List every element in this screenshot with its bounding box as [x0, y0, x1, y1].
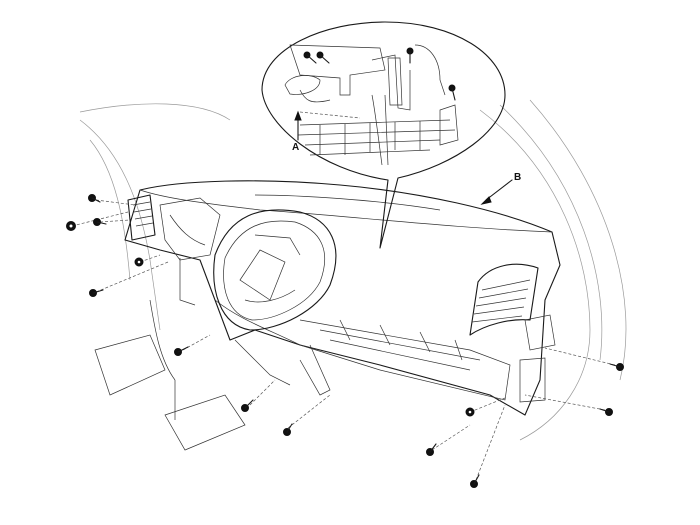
detail-callout: [261, 21, 506, 249]
bolt-icon: [88, 194, 101, 203]
dashboard-panel: [124, 180, 561, 416]
label-a: A: [292, 142, 299, 153]
nut-icon: [134, 257, 144, 267]
bolt-icon: [470, 474, 480, 488]
label-b: B: [514, 172, 521, 183]
bolt-icon: [93, 218, 107, 226]
leader-b: [480, 179, 513, 205]
car-body-outline: [79, 99, 627, 451]
nut-icon: [465, 407, 475, 417]
bubble-bolt: [303, 47, 456, 101]
bolt-icon: [609, 363, 624, 371]
bolt-icon: [89, 289, 104, 297]
bolt-icon: [241, 399, 254, 412]
nut-icon: [66, 221, 76, 231]
bolt-icon: [283, 423, 293, 436]
bolt-set: [66, 194, 624, 488]
bolt-icon: [426, 443, 437, 456]
bolt-icon: [174, 346, 189, 356]
bolt-leaders: [71, 199, 616, 481]
bolt-icon: [599, 408, 613, 416]
